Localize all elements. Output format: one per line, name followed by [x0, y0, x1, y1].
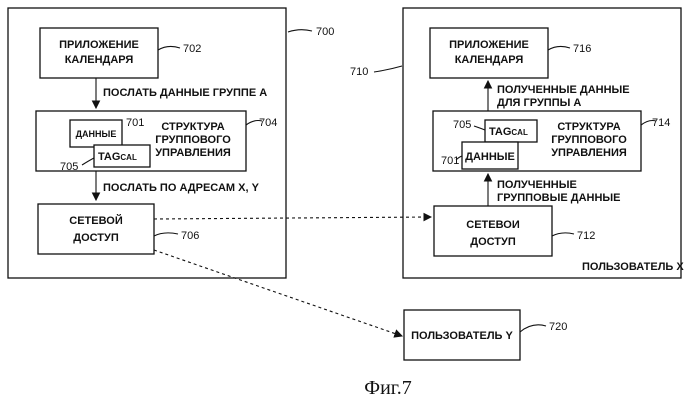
- left-send-group-label: ПОСЛАТЬ ДАННЫЕ ГРУППЕ А: [103, 87, 267, 99]
- right-tag-label: TAGCAL: [489, 126, 528, 138]
- left-app-ref: 702: [183, 43, 201, 55]
- right-app-line2: КАЛЕНДАРЯ: [455, 54, 524, 66]
- left-send-addr-label: ПОСЛАТЬ ПО АДРЕСАМ Х, Y: [103, 182, 260, 194]
- right-user-label: ПОЛЬЗОВАТЕЛЬ Х: [582, 261, 684, 273]
- left-app-line1: ПРИЛОЖЕНИЕ: [59, 39, 139, 51]
- left-data-label: ДАННЫЕ: [76, 129, 117, 139]
- right-net-box: [434, 206, 552, 256]
- right-recv-line1: ПОЛУЧЕННЫЕ ДАННЫЕ: [497, 84, 630, 96]
- user-y-leader: [520, 325, 546, 332]
- left-net-ref: 706: [181, 230, 199, 242]
- left-tag-label: TAGCAL: [98, 151, 137, 163]
- right-recv-grp-line1: ПОЛУЧЕННЫЕ: [497, 179, 577, 191]
- right-data-ref: 701: [441, 155, 459, 167]
- left-app-box: [40, 28, 158, 78]
- left-tag-ref: 705: [60, 161, 78, 173]
- right-recv-grp-line2: ГРУППОВЫЕ ДАННЫЕ: [497, 192, 621, 204]
- left-struct-ref: 704: [259, 117, 277, 129]
- left-app-line2: КАЛЕНДАРЯ: [65, 54, 134, 66]
- right-struct-line1: СТРУКТУРА: [557, 121, 620, 133]
- right-tag-ref: 705: [453, 119, 471, 131]
- right-data-label: ДАННЫЕ: [465, 151, 515, 163]
- left-struct-line3: УПРАВЛЕНИЯ: [155, 147, 231, 159]
- right-struct-line2: ГРУППОВОГО: [551, 134, 627, 146]
- left-struct-line1: СТРУКТУРА: [161, 121, 224, 133]
- right-net-line1: СЕТЕВОИ: [466, 219, 520, 231]
- left-net-line2: ДОСТУП: [73, 232, 119, 244]
- left-struct-line2: ГРУППОВОГО: [155, 134, 231, 146]
- user-y-ref: 720: [549, 321, 567, 333]
- left-data-ref: 701: [126, 117, 144, 129]
- left-net-box: [38, 204, 154, 254]
- right-app-line1: ПРИЛОЖЕНИЕ: [449, 39, 529, 51]
- right-system-leader: [374, 66, 402, 72]
- left-net-line1: СЕТЕВОЙ: [69, 214, 123, 227]
- right-struct-line3: УПРАВЛЕНИЯ: [551, 147, 627, 159]
- left-system-leader: [288, 30, 312, 32]
- right-struct-ref: 714: [652, 117, 670, 129]
- right-app-ref: 716: [573, 43, 591, 55]
- right-system-ref: 710: [350, 66, 368, 78]
- right-app-box: [430, 28, 548, 78]
- right-recv-line2: ДЛЯ ГРУППЫ А: [497, 97, 581, 109]
- left-system-ref: 700: [316, 26, 334, 38]
- user-y-label: ПОЛЬЗОВАТЕЛЬ Y: [411, 330, 513, 342]
- right-net-line2: ДОСТУП: [470, 236, 516, 248]
- right-net-ref: 712: [577, 230, 595, 242]
- figure-caption: Фиг.7: [364, 377, 411, 399]
